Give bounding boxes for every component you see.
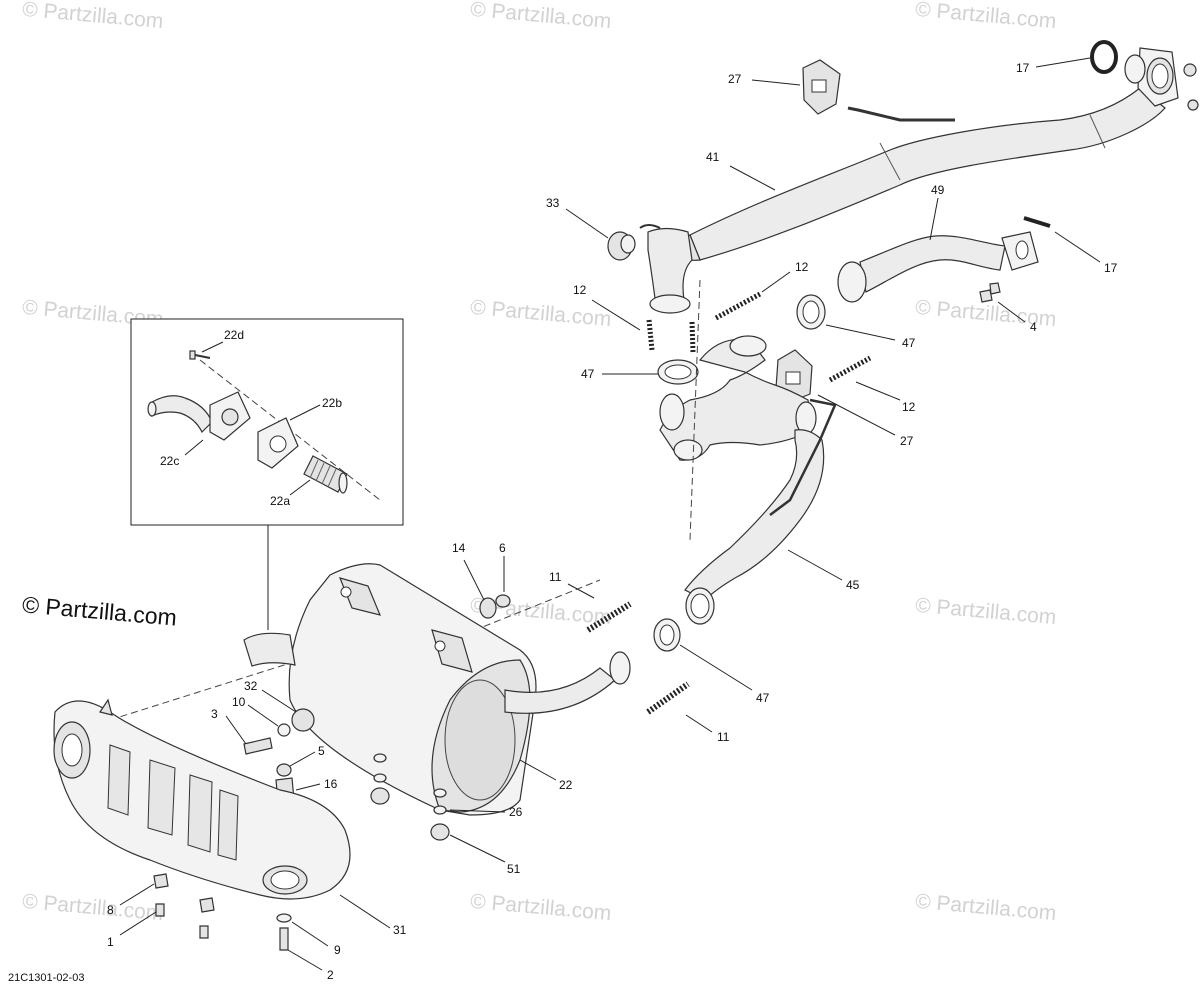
spring-11-b [646,681,690,715]
callout-22: 22 [559,778,573,792]
callout-4: 4 [1030,320,1037,334]
grommet-33 [607,231,636,261]
callout-49: 49 [931,183,945,197]
callout-33: 33 [546,196,560,210]
elbow-pipe-22c [151,395,213,434]
callout-12: 12 [795,260,809,274]
callout-47: 47 [756,691,770,705]
callout-16: 16 [324,777,338,791]
callout-45: 45 [846,578,860,592]
callout-2: 2 [327,968,334,982]
callout-31: 31 [393,923,407,937]
label-22c: 22c [160,454,180,468]
label-22b: 22b [322,396,343,410]
nut-5 [276,763,292,777]
sleeve-10 [277,723,291,737]
callout-11: 11 [717,730,730,744]
gasket-17-top [1090,40,1118,74]
callout-17: 17 [1104,261,1118,275]
ring-17 [1124,54,1146,84]
callout-27: 27 [728,72,742,86]
clip-8 [153,873,169,889]
damper-51 [430,823,450,841]
heat-shield-31 [53,698,351,900]
callout-3: 3 [211,707,218,721]
callout-8: 8 [107,903,114,917]
callout-12: 12 [573,283,587,297]
spring-12-c [828,355,872,383]
leader-lines [119,57,1101,971]
bolt-3 [243,737,273,755]
callout-32: 32 [244,679,258,693]
callout-27: 27 [900,434,914,448]
nut-6 [495,594,511,608]
rubber-mount-27-top [802,59,841,115]
pipe-45 [684,398,837,625]
callout-14: 14 [452,541,466,555]
bolt-1 [155,903,165,917]
spring-12-b [646,319,696,353]
y-manifold [659,335,817,461]
diagram-reference: 21C1301-02-03 [8,972,85,984]
callout-51: 51 [507,862,521,876]
callout-6: 6 [499,541,506,555]
callout-10: 10 [232,695,246,709]
callout-47: 47 [581,367,595,381]
label-22d: 22d [224,328,245,342]
inset-box [130,318,404,526]
callout-41: 41 [706,150,720,164]
callout-26: 26 [509,805,523,819]
bolt-22d [189,350,211,360]
label-22a: 22a [270,494,291,508]
callout-1: 1 [107,935,114,949]
pipe-41-elbow [647,227,693,307]
sleeve-22a [303,455,348,494]
grommet-32 [291,708,315,732]
gasket-17-right [1023,216,1051,228]
washer-9 [276,913,292,923]
flange-top [1137,47,1199,111]
callout-47: 47 [902,336,916,350]
callout-9: 9 [334,943,341,957]
callout-5: 5 [318,744,325,758]
inlet-stub [243,632,296,667]
spring-11-a [586,601,632,633]
washer-26 [433,788,447,798]
callout-12: 12 [902,400,916,414]
nut-4 [979,282,1001,303]
washer-14 [479,597,497,619]
spring-12-a [714,291,762,321]
bolt-2 [279,927,289,951]
pipe-49 [837,231,1039,303]
callout-11: 11 [549,570,562,584]
callout-17: 17 [1016,61,1030,75]
